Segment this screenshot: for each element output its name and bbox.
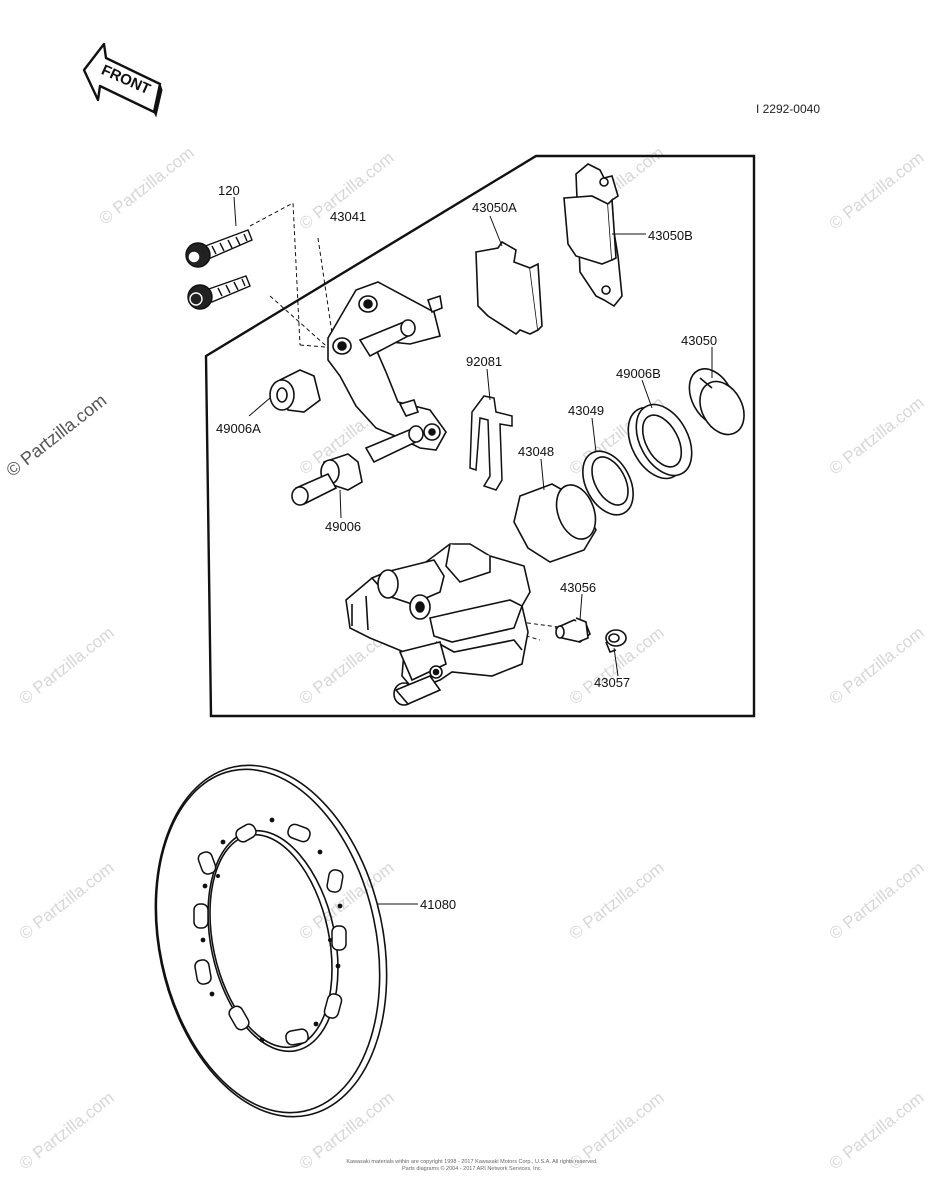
copyright-line-2: Parts diagrams © 2004 - 2017 ARI Network… xyxy=(401,1166,543,1172)
pin-boot-49006 xyxy=(291,453,363,506)
caliper-bracket xyxy=(327,281,447,464)
part-label-43049: 43049 xyxy=(568,403,604,418)
part-label-120: 120 xyxy=(218,183,240,198)
watermark: © Partzilla.com xyxy=(96,143,198,229)
boot-49006a xyxy=(269,369,321,413)
piston-seal-43049 xyxy=(582,450,634,516)
copyright-notice: Kawasaki materials within are copyright … xyxy=(0,1159,944,1173)
brake-disc-41080 xyxy=(154,764,388,1118)
part-label-43050a: 43050A xyxy=(472,200,517,215)
piston-43048 xyxy=(513,483,597,563)
part-label-43056: 43056 xyxy=(560,580,596,595)
part-label-49006b: 49006B xyxy=(616,366,661,381)
watermark: © Partzilla.com xyxy=(826,393,928,479)
leader-lines xyxy=(233,196,713,905)
part-label-43048: 43048 xyxy=(518,444,554,459)
part-label-43050b: 43050B xyxy=(648,228,693,243)
pad-spring-92081 xyxy=(469,395,513,491)
watermark: © Partzilla.com xyxy=(826,148,928,234)
part-label-43050: 43050 xyxy=(681,333,717,348)
brake-pad-43050b xyxy=(563,163,623,308)
bleeder-valve-43056 xyxy=(554,617,591,643)
part-labels: 120 43041 43050A 43050B 43050 92081 4900… xyxy=(216,183,717,912)
bolt-icon xyxy=(185,229,253,268)
assembly-frame xyxy=(204,154,756,718)
watermark: © Partzilla.com xyxy=(16,858,118,944)
watermark: © Partzilla.com xyxy=(826,858,928,944)
watermark: © Partzilla.com xyxy=(826,623,928,709)
watermark-dark: © Partzilla.com xyxy=(2,390,110,480)
part-label-43057: 43057 xyxy=(594,675,630,690)
brake-pad-43050a xyxy=(475,240,543,336)
bolt-icon xyxy=(187,275,251,310)
front-arrow-icon: FRONT xyxy=(82,42,163,118)
bleeder-cap-43057 xyxy=(605,629,627,653)
caliper-body xyxy=(345,543,531,706)
part-label-43041: 43041 xyxy=(330,209,366,224)
copyright-line-1: Kawasaki materials within are copyright … xyxy=(346,1159,598,1165)
part-label-49006a: 49006A xyxy=(216,421,261,436)
watermark: © Partzilla.com xyxy=(16,623,118,709)
watermark: © Partzilla.com xyxy=(566,858,668,944)
diagram-code: I 2292-0040 xyxy=(755,102,820,116)
seal-43050 xyxy=(688,368,745,436)
part-label-41080: 41080 xyxy=(420,897,456,912)
part-label-49006: 49006 xyxy=(325,519,361,534)
dust-seal-49006b xyxy=(627,403,693,480)
part-label-92081: 92081 xyxy=(466,354,502,369)
